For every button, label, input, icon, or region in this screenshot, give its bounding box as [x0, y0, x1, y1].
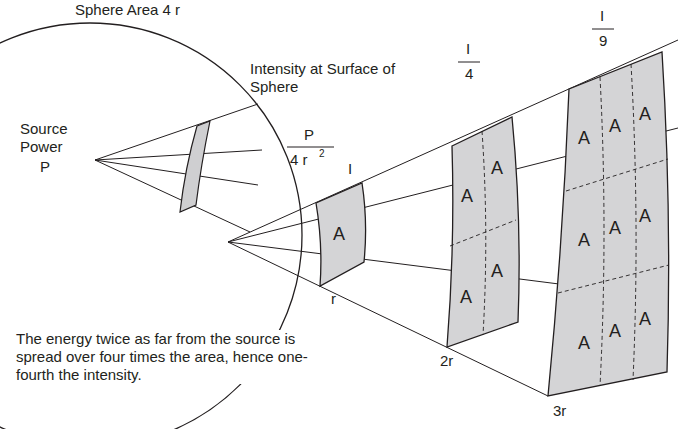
- exponent: 2: [319, 145, 325, 163]
- fraction-denominator: 9: [599, 32, 607, 50]
- intensity-symbol: I: [348, 160, 352, 178]
- patch-grid: [450, 64, 669, 386]
- area-unit: A: [491, 158, 503, 178]
- distance-label: 2r: [440, 352, 453, 370]
- fraction-denominator: 4 r: [290, 151, 308, 169]
- source-symbol: P: [40, 158, 50, 176]
- area-unit: A: [491, 261, 503, 281]
- distance-label: r: [331, 290, 336, 308]
- source-power-label: Source Power: [20, 120, 86, 156]
- area-unit: A: [460, 287, 472, 307]
- fraction-denominator: 4: [465, 65, 473, 83]
- area-unit: A: [639, 309, 651, 329]
- area-unit: A: [333, 224, 345, 244]
- fraction-numerator: I: [466, 40, 470, 58]
- distance-label: 3r: [553, 402, 566, 420]
- area-unit: A: [578, 128, 590, 148]
- area-unit: A: [639, 104, 651, 124]
- area-unit: A: [609, 116, 621, 136]
- sphere-area-label: Sphere Area 4 r: [75, 1, 180, 19]
- area-patches: [316, 52, 669, 396]
- area-unit: A: [609, 218, 621, 238]
- intensity-heading: Intensity at Surface of Sphere: [250, 60, 425, 96]
- fraction-bars: [287, 29, 614, 147]
- caption: The energy twice as far from the source …: [16, 330, 316, 384]
- sphere-patch: [180, 121, 210, 212]
- area-unit: A: [578, 333, 590, 353]
- fraction-numerator: I: [600, 7, 604, 25]
- fraction-numerator: P: [304, 126, 314, 144]
- area-unit: A: [639, 206, 651, 226]
- area-unit: A: [609, 321, 621, 341]
- source-rays: [95, 104, 262, 232]
- area-unit: A: [461, 186, 473, 206]
- area-unit: A: [578, 230, 590, 250]
